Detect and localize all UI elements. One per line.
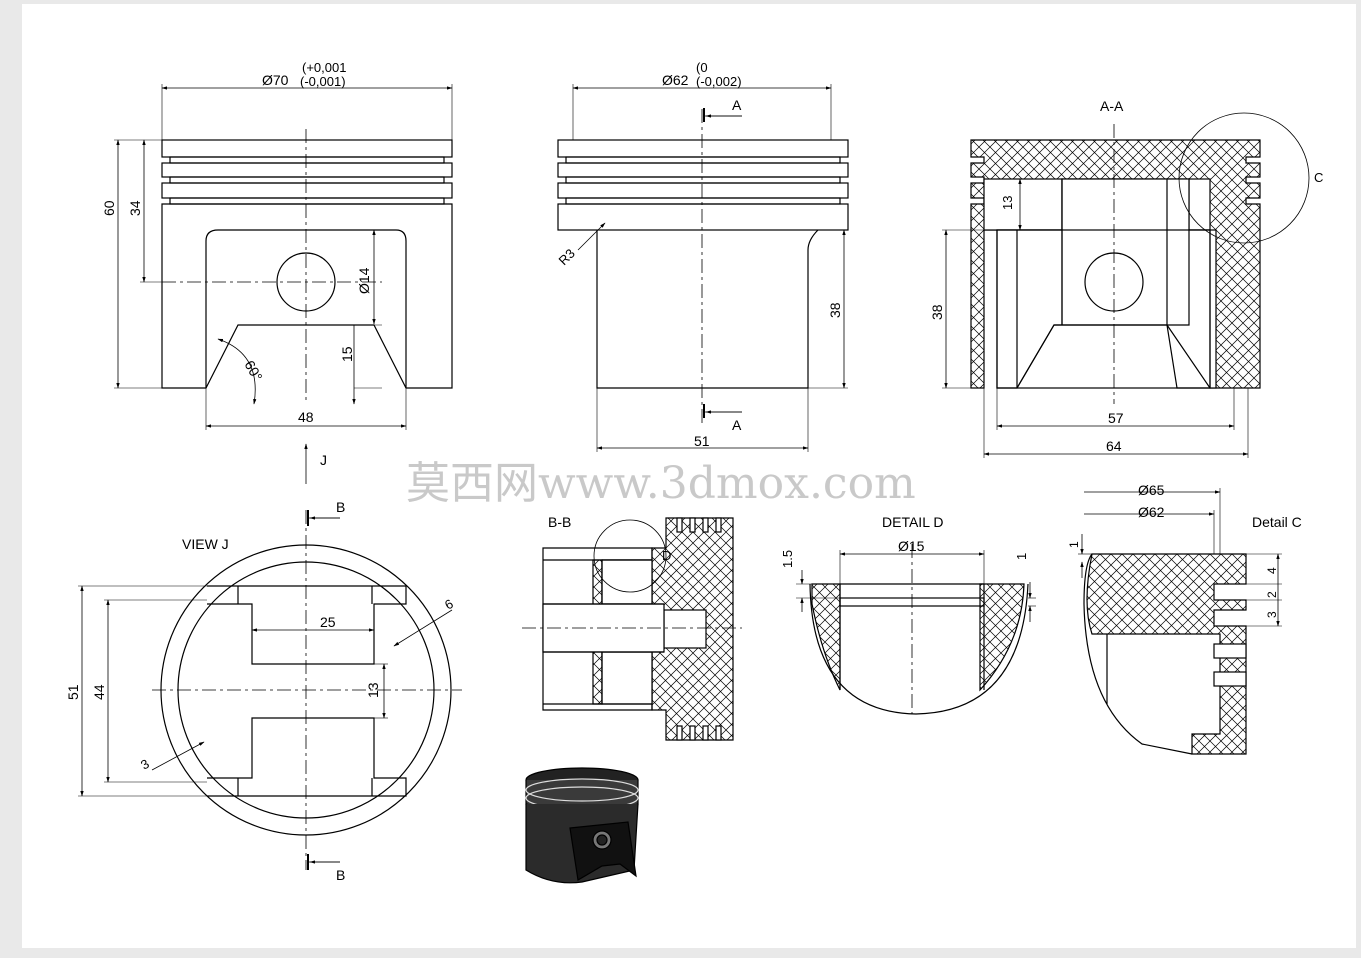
side-view-labels: Ø62 (0 (-0,002) R3 38 51 A A	[556, 60, 843, 449]
section-aa-width-64: 64	[1106, 438, 1122, 454]
front-angle: 60°	[241, 358, 265, 384]
section-aa-height-38: 38	[929, 304, 945, 320]
detail-c-dia-65: Ø65	[1138, 482, 1165, 498]
front-view	[114, 84, 453, 484]
front-pin-diameter: Ø14	[356, 267, 372, 294]
view-j-dim-51: 51	[65, 684, 81, 700]
detail-d-tag: D	[662, 548, 671, 563]
section-b-label-bottom: B	[336, 867, 345, 883]
side-diameter: Ø62	[662, 72, 689, 88]
detail-d-title: DETAIL D	[882, 514, 943, 530]
detail-c-labels: Detail C Ø65 Ø62 1 4 2 3	[1067, 482, 1302, 618]
detail-c-dim-2: 2	[1265, 591, 1279, 598]
view-j-arrow-label: J	[320, 452, 327, 468]
view-j	[78, 510, 462, 870]
detail-c	[1078, 488, 1282, 755]
front-height-60: 60	[101, 200, 117, 216]
drawing-sheet: Ø70 (+0,001 (-0,001) 60 34 Ø14 60° 15 48…	[22, 4, 1356, 948]
side-height-38: 38	[827, 302, 843, 318]
detail-d-labels: DETAIL D Ø15 1.5 1	[780, 514, 1029, 568]
view-j-labels: VIEW J 51 44 25 13 6 3 B B	[65, 499, 456, 883]
section-bb	[522, 517, 742, 741]
detail-c-tag: C	[1314, 170, 1323, 185]
section-bb-title: B-B	[548, 514, 571, 530]
section-aa-width-57: 57	[1108, 410, 1124, 426]
detail-d	[796, 544, 1036, 715]
side-view	[557, 84, 849, 452]
detail-d-dim-1: 1	[1014, 553, 1029, 560]
front-view-labels: Ø70 (+0,001 (-0,001) 60 34 Ø14 60° 15 48…	[101, 60, 372, 468]
section-aa-labels: A-A 13 38 57 64 C	[929, 98, 1323, 454]
section-aa-height-13: 13	[1000, 196, 1015, 210]
side-tol-plus: (0	[696, 60, 708, 75]
side-tol-minus: (-0,002)	[696, 74, 742, 89]
detail-c-dia-62: Ø62	[1138, 504, 1165, 520]
section-a-label-bottom: A	[732, 417, 742, 433]
detail-c-dim-4: 4	[1265, 567, 1279, 574]
front-diameter: Ø70	[262, 72, 289, 88]
view-j-dim-3: 3	[138, 756, 152, 773]
front-height-15: 15	[339, 346, 355, 362]
detail-c-title: Detail C	[1252, 514, 1302, 530]
view-j-dim-13: 13	[365, 682, 381, 698]
front-height-34: 34	[127, 200, 143, 216]
technical-drawing: Ø70 (+0,001 (-0,001) 60 34 Ø14 60° 15 48…	[65, 60, 1323, 884]
section-bb-labels: B-B D	[548, 514, 671, 563]
side-width-51: 51	[694, 433, 710, 449]
view-j-dim-6: 6	[442, 596, 456, 613]
detail-d-dim-1-5: 1.5	[780, 550, 795, 568]
front-width-48: 48	[298, 409, 314, 425]
view-j-dim-44: 44	[91, 684, 107, 700]
view-j-dim-25: 25	[320, 614, 336, 630]
front-tol-plus: (+0,001	[302, 60, 346, 75]
front-tol-minus: (-0,001)	[300, 74, 346, 89]
detail-c-dim-3: 3	[1265, 611, 1279, 618]
view-j-title: VIEW J	[182, 536, 229, 552]
section-aa	[942, 112, 1310, 458]
detail-d-dia-15: Ø15	[898, 538, 925, 554]
section-aa-title: A-A	[1100, 98, 1124, 114]
piston-3d-preview	[525, 767, 639, 884]
section-b-label-top: B	[336, 499, 345, 515]
watermark-text: 莫西网www.3dmox.com	[406, 458, 916, 509]
detail-c-dim-1: 1	[1067, 541, 1081, 548]
side-radius: R3	[556, 246, 578, 268]
section-a-label-top: A	[732, 97, 742, 113]
